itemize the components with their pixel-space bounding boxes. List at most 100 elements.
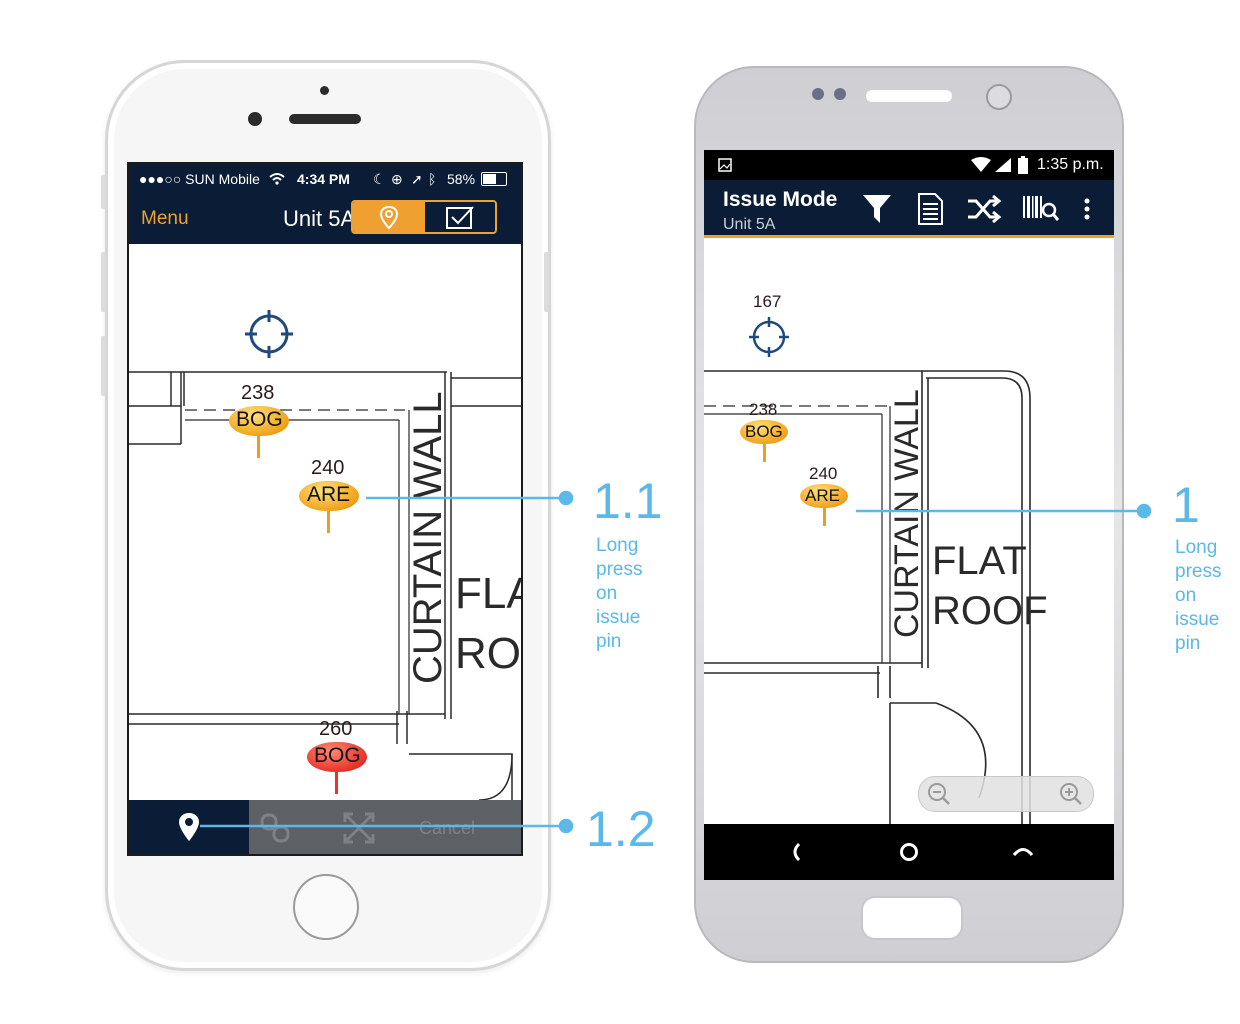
recents-icon[interactable] [1012, 844, 1034, 858]
callout-text: Long press on issue pin [596, 535, 643, 652]
tab-issue-pin[interactable] [353, 202, 425, 232]
target-icon[interactable] [241, 306, 297, 362]
bluetooth-icon: ᛒ [428, 171, 437, 187]
shuffle-icon[interactable] [966, 195, 1002, 223]
pin-head [229, 406, 289, 436]
place-pin-button[interactable] [129, 800, 249, 854]
back-icon[interactable] [788, 842, 802, 862]
page-subtitle: Unit 5A [723, 216, 776, 233]
zoom-in-icon[interactable] [1059, 782, 1083, 806]
issue-number: 238 [749, 400, 778, 419]
tab-checklist[interactable] [425, 202, 495, 232]
iphone-speaker [289, 114, 361, 124]
floor-plan[interactable]: CURTAIN WALL FLAT ROOF 238 BOG 240 ARE [129, 244, 521, 801]
issue-number: 238 [241, 382, 275, 404]
pin-needle [257, 436, 260, 458]
issue-code: ARE [805, 486, 840, 505]
filter-icon[interactable] [862, 193, 892, 225]
ios-status-bar: ●●●○○ SUN Mobile 4:34 PM ☾ ⊕ ➚ ᛒ 58% [129, 164, 521, 194]
issue-number: 240 [311, 457, 345, 479]
carrier-label: ●●●○○ SUN Mobile [139, 171, 260, 187]
home-icon[interactable] [898, 841, 920, 863]
mode-segmented-control [351, 200, 497, 234]
battery-icon [481, 172, 507, 186]
iphone-power-button [544, 252, 549, 312]
zoom-control [918, 776, 1094, 812]
cancel-button[interactable]: Cancel [419, 818, 476, 838]
iphone-home-button[interactable] [293, 874, 359, 940]
pin-needle [327, 511, 330, 533]
checkbox-icon [446, 206, 474, 229]
roof-label: ROOF [932, 589, 1048, 633]
floor-plan[interactable]: CURTAIN WALL FLAT ROOF 167 238 BOG 240 A… [704, 238, 1114, 824]
callout-number: 1.2 [586, 801, 656, 857]
location-arrow-icon: ➚ [411, 171, 423, 187]
issue-pin[interactable]: 238 BOG [740, 400, 794, 470]
document-icon[interactable] [916, 192, 944, 226]
pin-head [800, 484, 848, 508]
pin-needle [335, 772, 338, 794]
android-front-camera [986, 84, 1012, 110]
issue-code: ARE [307, 483, 351, 506]
status-time: 4:34 PM [297, 171, 350, 187]
battery-icon [1018, 156, 1028, 174]
roof-label: ROOF [455, 629, 521, 678]
rotation-lock-icon: ⊕ [391, 171, 403, 187]
flat-label: FLAT [932, 539, 1027, 583]
flat-label: FLAT [455, 569, 521, 618]
callout-text: Long press on issue pin [1175, 537, 1222, 654]
iphone-volume-up [101, 252, 106, 312]
pin-head [307, 742, 367, 772]
issue-code: BOG [314, 744, 361, 767]
android-camera [812, 88, 824, 100]
pin-head [740, 420, 788, 444]
issue-pin[interactable]: 238 BOG [229, 382, 293, 462]
issue-pin[interactable]: 240 ARE [800, 464, 854, 534]
android-status-bar: 1:35 p.m. [704, 150, 1114, 180]
page-title: Unit 5A [283, 206, 356, 231]
battery-percent: 58% [447, 171, 476, 187]
callout-number: 1.1 [593, 473, 663, 529]
issue-code: BOG [236, 408, 283, 431]
status-time: 1:35 p.m. [1037, 156, 1104, 173]
image-notification-icon [718, 158, 732, 172]
issue-number: 240 [809, 464, 838, 483]
moon-icon: ☾ [373, 171, 386, 187]
iphone-sensor [320, 86, 329, 95]
ios-screen: ●●●○○ SUN Mobile 4:34 PM ☾ ⊕ ➚ ᛒ 58% Men… [127, 162, 523, 856]
wifi-icon [269, 173, 285, 185]
curtain-wall-label: CURTAIN WALL [888, 389, 926, 638]
iphone-mute-switch [101, 175, 106, 209]
pin-needle [823, 508, 826, 526]
floor-plan-drawing: CURTAIN WALL FLAT ROOF [129, 371, 521, 801]
issue-pin[interactable]: 240 ARE [299, 457, 363, 537]
zoom-out-icon[interactable] [927, 782, 951, 806]
overflow-menu-icon[interactable] [1084, 198, 1090, 220]
pin-head [299, 481, 359, 511]
page-title: Issue Mode [723, 188, 838, 211]
pin-needle [763, 444, 766, 462]
target-icon[interactable] [746, 314, 792, 360]
callout-number: 1 [1172, 477, 1200, 533]
signal-icon [995, 158, 1011, 172]
iphone-camera [248, 112, 262, 126]
android-app-bar: Issue Mode Unit 5A [704, 180, 1114, 238]
map-pin-icon [379, 205, 399, 230]
issue-number: 260 [319, 718, 353, 740]
menu-button[interactable]: Menu [141, 208, 189, 229]
floor-plan-drawing: CURTAIN WALL FLAT ROOF [704, 370, 1048, 824]
android-home-button[interactable] [861, 896, 963, 940]
ios-nav-bar: Menu Unit 5A [129, 194, 521, 244]
expand-icon[interactable] [343, 812, 375, 844]
android-sensor [834, 88, 846, 100]
crosshair-number: 167 [753, 292, 782, 311]
android-speaker [866, 90, 952, 102]
map-pin-icon [179, 813, 199, 841]
barcode-scan-icon[interactable] [1022, 194, 1060, 224]
issue-pin[interactable]: 260 BOG [307, 718, 371, 798]
issue-code: BOG [745, 422, 783, 441]
wifi-icon [971, 157, 991, 172]
iphone-volume-down [101, 336, 106, 396]
android-nav-bar [704, 824, 1114, 880]
